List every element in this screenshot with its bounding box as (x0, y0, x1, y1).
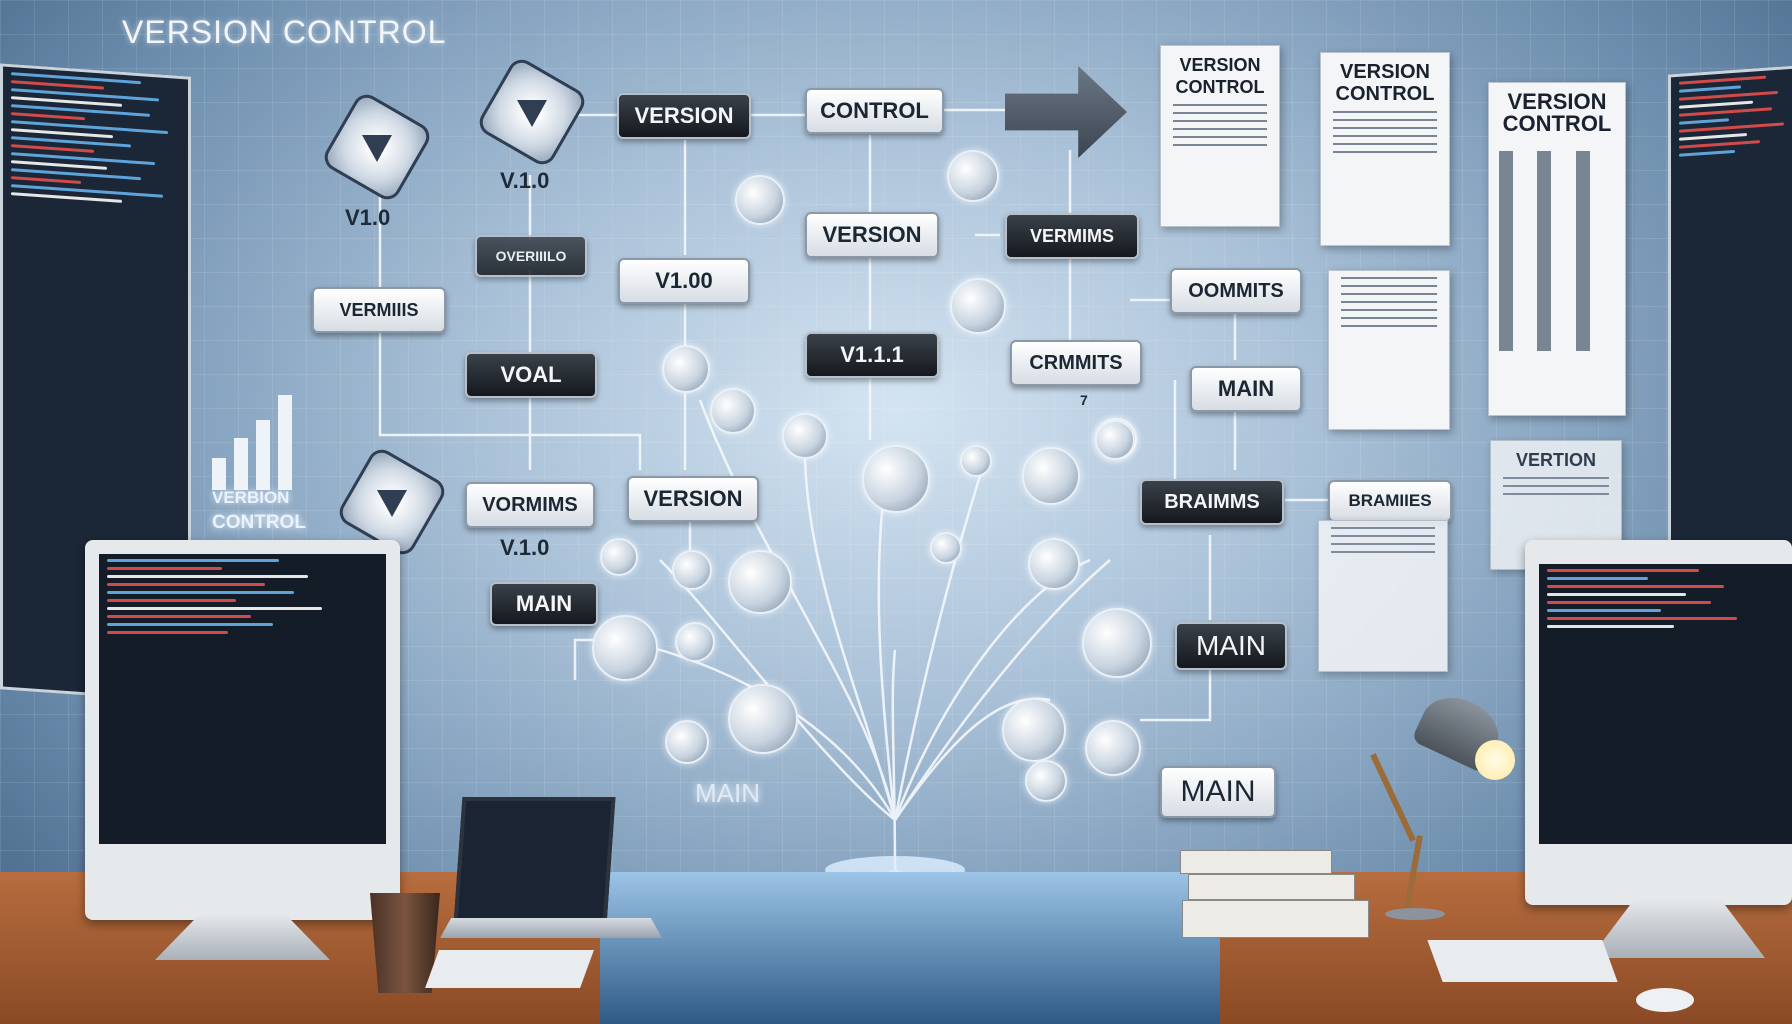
tag-version[interactable]: VERSION (627, 476, 759, 522)
tag-v111[interactable]: V1.1.1 (805, 332, 939, 378)
tag-version[interactable]: VERSION (805, 212, 939, 258)
tag-branches[interactable]: BRAIMMS (1140, 479, 1284, 525)
commit-node[interactable] (675, 622, 715, 662)
laptop-base (440, 918, 662, 938)
tag-voal[interactable]: VOAL (465, 352, 597, 398)
tag-control[interactable]: CONTROL (805, 88, 944, 134)
tag-main[interactable]: MAIN (1190, 366, 1302, 412)
document (1328, 270, 1450, 430)
tag-commits[interactable]: OOMMITS (1170, 268, 1302, 314)
commit-node[interactable] (710, 388, 756, 434)
small-note: 7 (1080, 392, 1088, 408)
commit-node[interactable] (1025, 760, 1067, 802)
document: VERSION CONTROL (1160, 45, 1280, 227)
commit-node[interactable] (947, 150, 999, 202)
glowing-floor (600, 872, 1220, 1024)
commit-node[interactable] (672, 550, 712, 590)
monitor-right-screen (1539, 564, 1792, 844)
tag-commits[interactable]: CRMMITS (1010, 340, 1142, 386)
document: VERSION CONTROL (1320, 52, 1450, 246)
commit-node[interactable] (930, 532, 962, 564)
commit-node[interactable] (728, 550, 792, 614)
laptop-screen (453, 797, 616, 925)
book-stack (1180, 850, 1370, 940)
monitor-right (1525, 540, 1792, 905)
version-label: V1.0 (345, 205, 391, 230)
tag-main[interactable]: MAIN (1175, 622, 1287, 670)
monitor-left-screen (99, 554, 386, 844)
commit-node[interactable] (662, 345, 710, 393)
control-label: CONTROL (212, 512, 306, 533)
commit-node[interactable] (600, 538, 638, 576)
monitor-left (85, 540, 400, 920)
page-title: VERSION CONTROL (122, 14, 447, 50)
main-glow-label: MAIN (695, 778, 760, 808)
commit-node[interactable] (1028, 538, 1080, 590)
version-label: V.1.0 (500, 535, 550, 560)
mouse-icon (1636, 988, 1694, 1012)
commit-node[interactable] (1095, 420, 1135, 460)
commit-node[interactable] (862, 445, 930, 513)
verbion-label: VERBION (212, 488, 290, 507)
commit-node[interactable] (735, 175, 785, 225)
version-label: V.1.0 (500, 168, 550, 193)
commit-node[interactable] (728, 684, 798, 754)
commit-node[interactable] (665, 720, 709, 764)
document: VERSION CONTROL (1488, 82, 1626, 416)
commit-node[interactable] (1002, 698, 1066, 762)
commit-node[interactable] (1082, 608, 1152, 678)
tag-version[interactable]: VERSION (617, 93, 751, 139)
tag-vermims[interactable]: VERMIMS (1005, 213, 1139, 259)
keyboard-right (1427, 940, 1618, 982)
tag-vormims[interactable]: VORMIMS (465, 482, 595, 528)
commit-node[interactable] (1085, 720, 1141, 776)
document (1318, 520, 1448, 672)
desk-lamp-icon (1370, 685, 1515, 930)
tag-main[interactable]: MAIN (1160, 766, 1276, 818)
tag-branches[interactable]: BRAMIIES (1328, 480, 1452, 522)
tag-v100[interactable]: V1.00 (618, 258, 750, 304)
tag-vermiiis[interactable]: VERMIIIS (312, 287, 446, 333)
right-code-panel (1668, 65, 1792, 581)
tag-main[interactable]: MAIN (490, 582, 598, 626)
commit-node[interactable] (960, 445, 992, 477)
commit-node[interactable] (592, 615, 658, 681)
commit-node[interactable] (950, 278, 1006, 334)
bar-chart-icon (212, 380, 322, 490)
commit-node[interactable] (1022, 447, 1080, 505)
commit-node[interactable] (782, 413, 828, 459)
tag-overiiilo[interactable]: OVERIIILO (475, 235, 587, 277)
keyboard-left (425, 950, 594, 988)
